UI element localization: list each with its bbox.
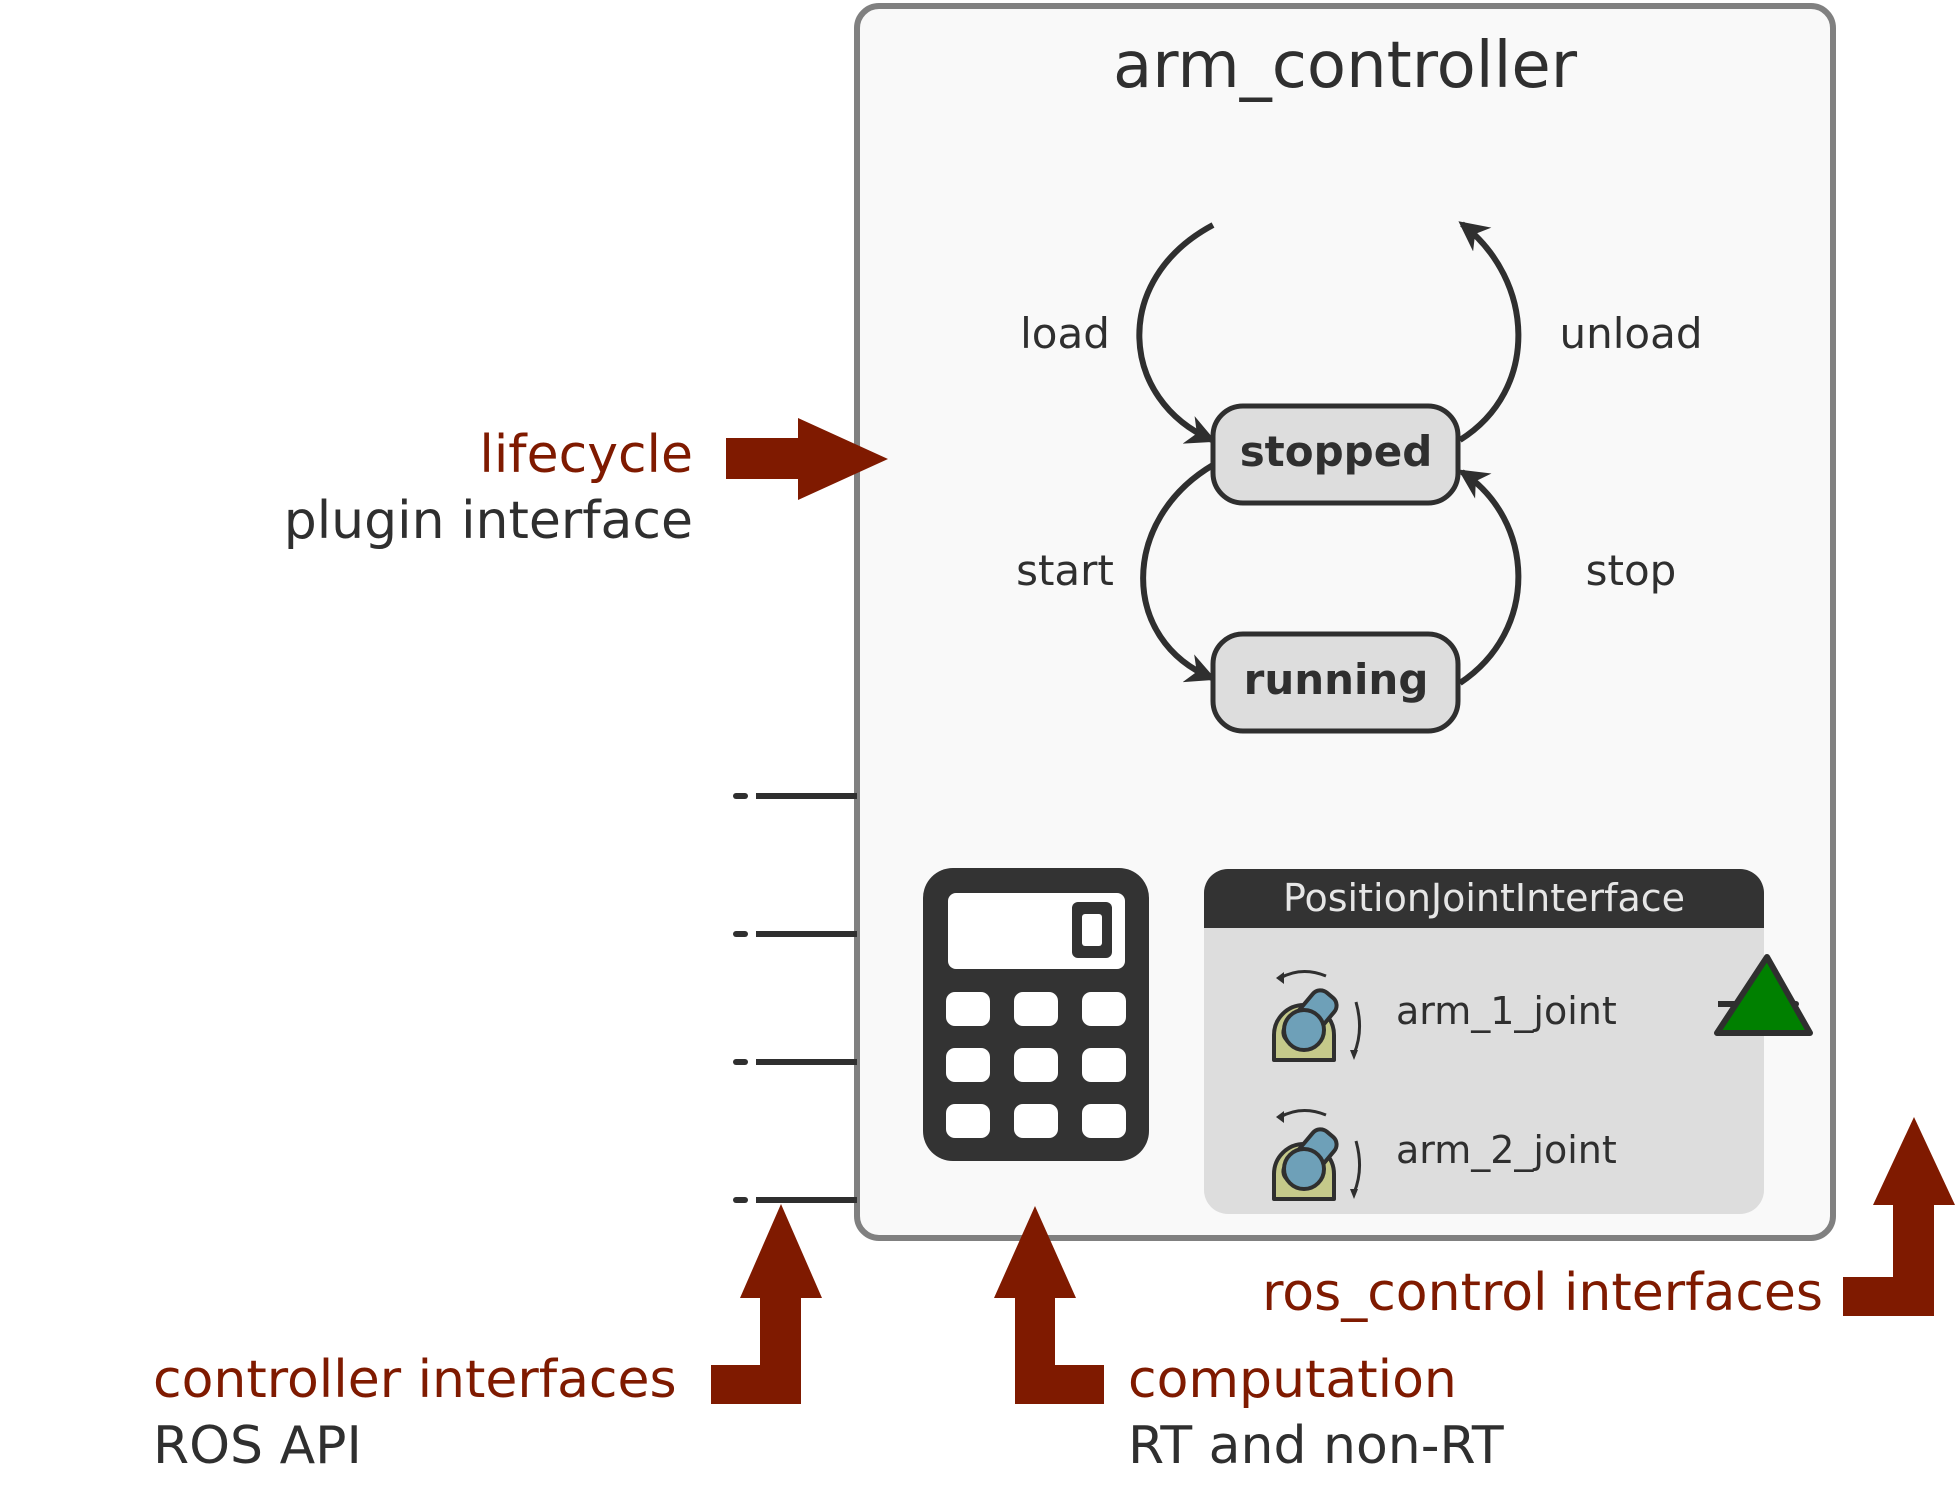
lifecycle-annotation: lifecycle plugin interface xyxy=(284,418,888,551)
controller-interface-connectors xyxy=(733,793,857,1203)
ros-control-annotation: ros_control interfaces xyxy=(1262,1117,1955,1323)
controller-interfaces-annotation: controller interfaces ROS API xyxy=(153,1204,822,1476)
load-transition-arrow xyxy=(1136,222,1217,444)
start-label: start xyxy=(1016,546,1114,595)
start-transition-arrow xyxy=(1140,462,1217,683)
state-machine: load unload start stop stopped running xyxy=(1016,221,1703,734)
computation-title: computation xyxy=(1128,1350,1457,1410)
controller-interfaces-title: controller interfaces xyxy=(153,1350,677,1410)
unload-label: unload xyxy=(1559,309,1702,358)
controller-title: arm_controller xyxy=(1113,29,1578,103)
controller-interfaces-arrow xyxy=(711,1204,822,1404)
joint-interface-header xyxy=(1204,869,1764,928)
state-running: running xyxy=(1210,631,1461,734)
lifecycle-subtitle: plugin interface xyxy=(284,491,693,551)
calculator-icon xyxy=(923,868,1149,1161)
joint-label-2: arm_2_joint xyxy=(1396,1128,1617,1172)
ros-control-arrow xyxy=(1843,1117,1955,1316)
computation-annotation: computation RT and non-RT xyxy=(994,1206,1504,1476)
joint-interface-title: PositionJointInterface xyxy=(1283,876,1685,920)
state-stopped: stopped xyxy=(1210,403,1461,506)
state-stopped-label: stopped xyxy=(1240,427,1433,476)
triangle-connector-icon xyxy=(1714,954,1813,1036)
computation-arrow xyxy=(994,1206,1104,1404)
state-running-label: running xyxy=(1244,655,1429,704)
stop-transition-arrow xyxy=(1458,469,1522,686)
controller-interfaces-subtitle: ROS API xyxy=(153,1416,362,1476)
lifecycle-title: lifecycle xyxy=(479,425,693,485)
joint-interface-box: PositionJointInterface arm_1_joint arm_2… xyxy=(1204,869,1764,1214)
unload-transition-arrow xyxy=(1458,221,1522,443)
stop-label: stop xyxy=(1586,546,1677,595)
load-label: load xyxy=(1020,309,1110,358)
lifecycle-arrow xyxy=(726,418,888,500)
computation-subtitle: RT and non-RT xyxy=(1128,1416,1504,1476)
joint-label-1: arm_1_joint xyxy=(1396,989,1617,1033)
ros-control-title: ros_control interfaces xyxy=(1262,1263,1823,1323)
